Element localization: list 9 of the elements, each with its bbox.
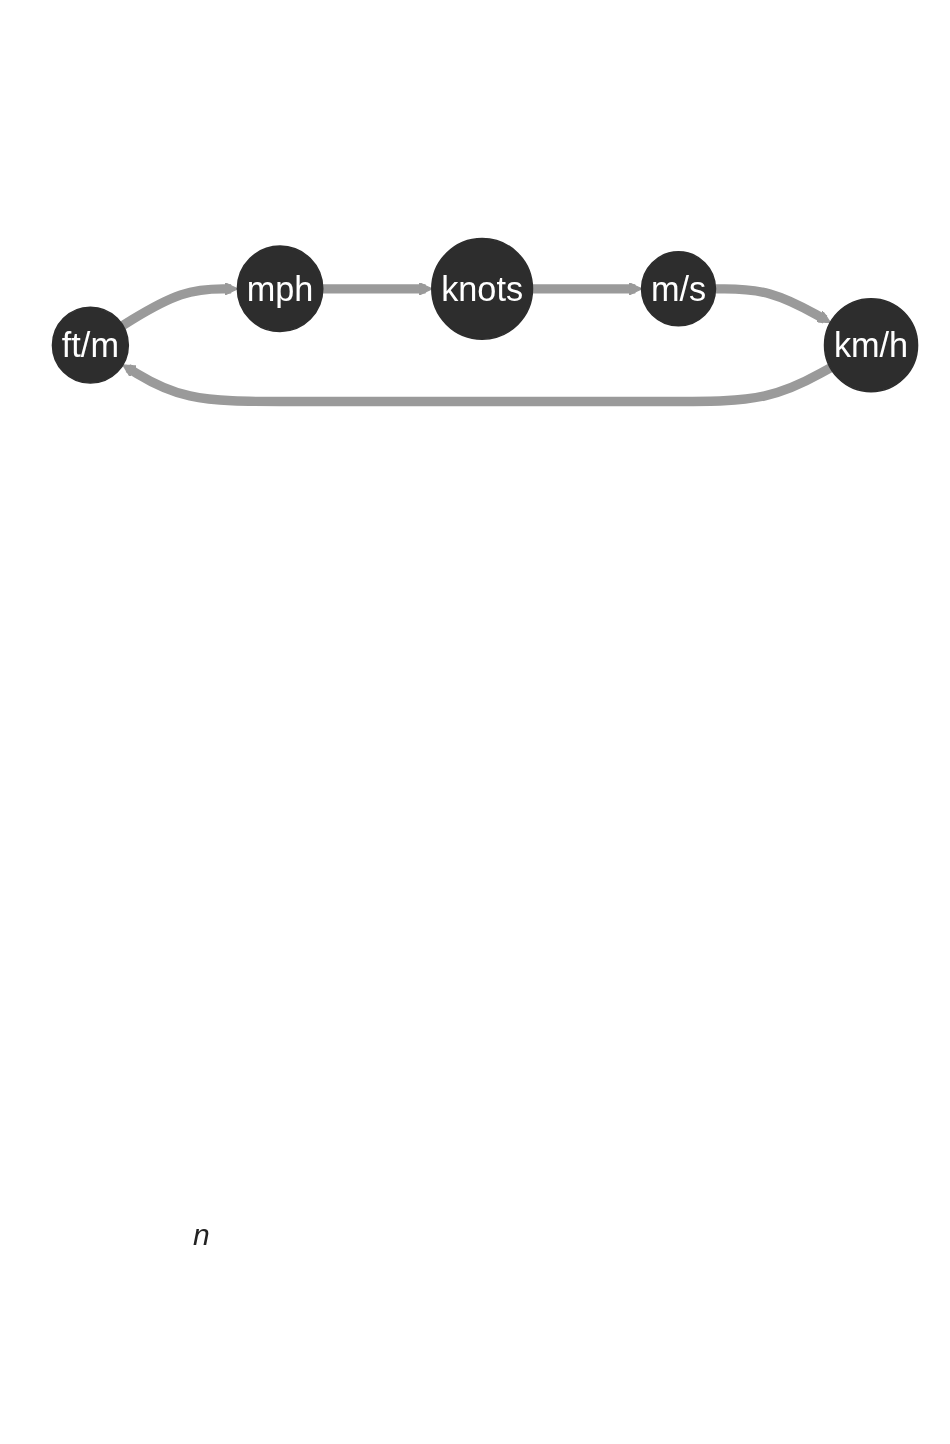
arrow <box>120 282 238 330</box>
arrow <box>122 363 833 407</box>
node-circle: knots <box>431 237 534 340</box>
note-text: n <box>193 1218 210 1252</box>
node-circle: km/h <box>823 297 919 393</box>
arrow <box>715 284 832 324</box>
node-circle: m/s <box>640 251 717 327</box>
node-circle: ft/m <box>51 306 130 384</box>
node-circle: mph <box>236 245 324 333</box>
